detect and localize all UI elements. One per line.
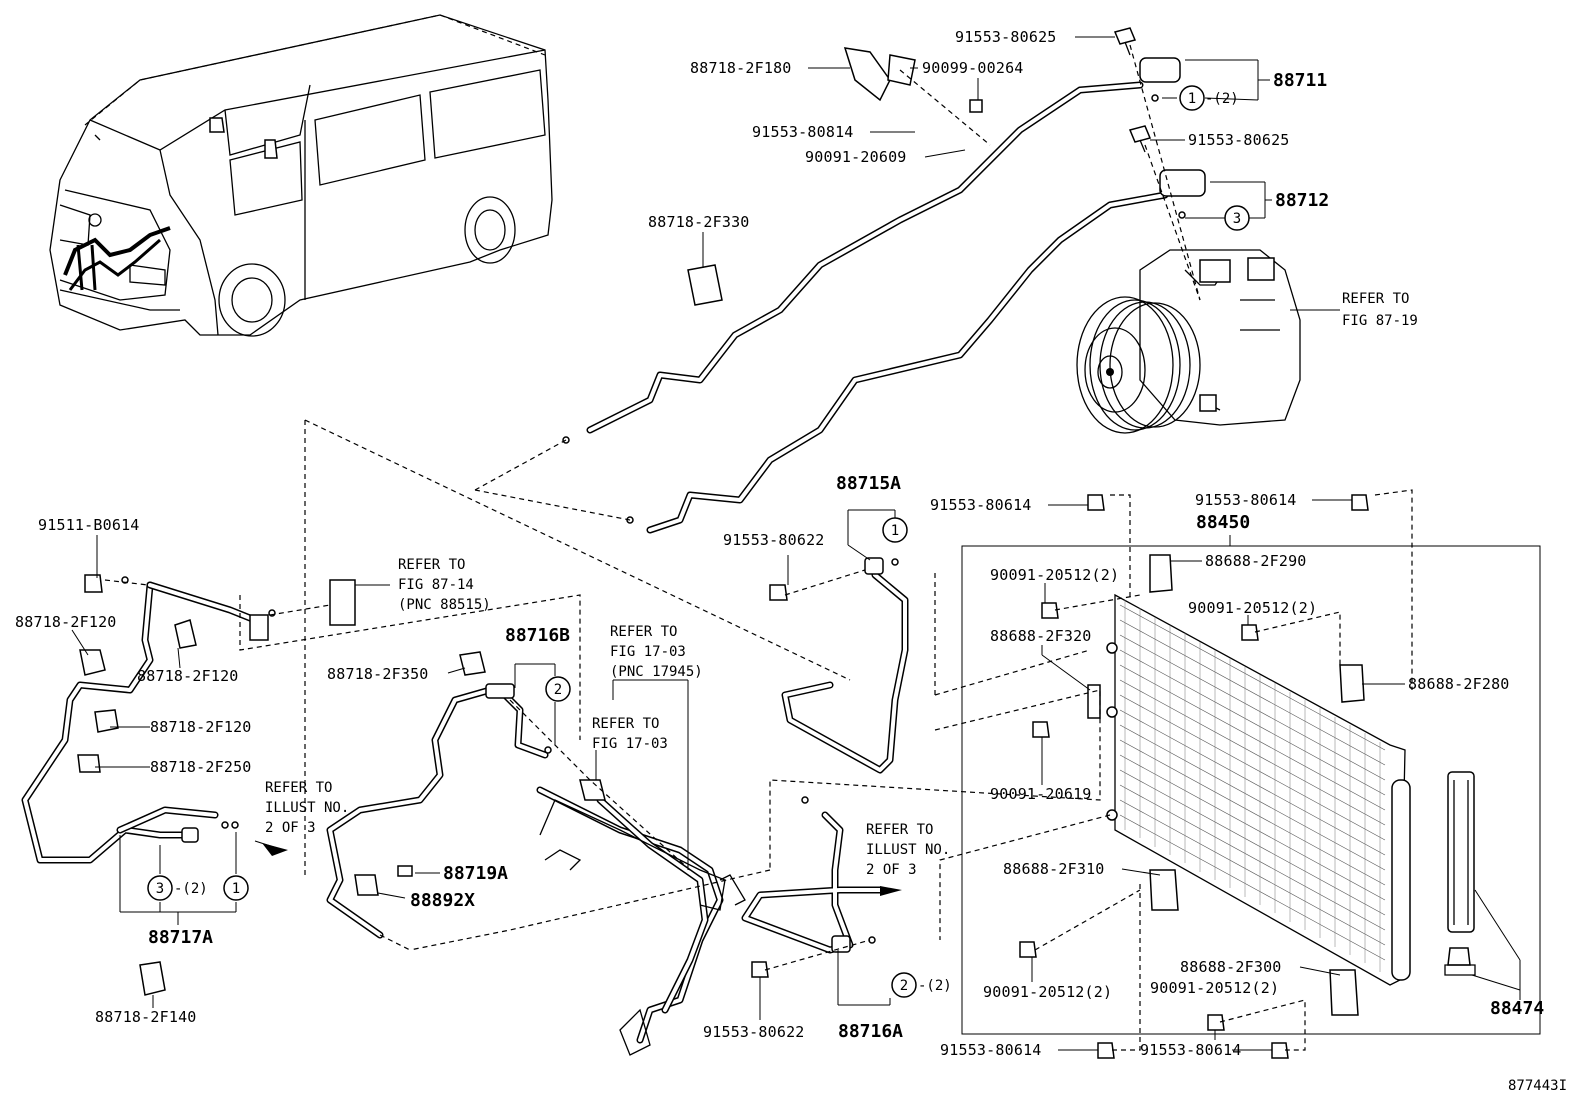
label-88716A: 88716A: [838, 1021, 903, 1042]
label-88716B: 88716B: [505, 625, 570, 646]
callout-2-88716A: 2: [891, 972, 917, 998]
compressor: [1076, 249, 1301, 434]
label-88688-2F320: 88688-2F320: [990, 627, 1092, 645]
small-parts: [77, 27, 1369, 1059]
svg-text:REFER TO: REFER TO: [866, 822, 933, 838]
label-91553-80625-b: 91553-80625: [1188, 131, 1290, 149]
figure-number: 877443I: [1508, 1078, 1567, 1094]
svg-text:FIG 87-19: FIG 87-19: [1342, 313, 1418, 329]
svg-text:2: 2: [900, 978, 908, 994]
pipe-bracket-assembly: [536, 786, 746, 1056]
guide-lines: [104, 44, 1413, 1051]
label-88719A: 88719A: [443, 863, 508, 884]
label-90091-20609: 90091-20609: [805, 148, 907, 166]
label-88717A: 88717A: [148, 927, 213, 948]
pipe-88716A: [741, 811, 884, 954]
pipe-discharge: [586, 81, 1144, 434]
pipe-left-loop: [21, 581, 259, 864]
label-88712: 88712: [1275, 190, 1329, 211]
svg-text:(PNC 17945): (PNC 17945): [610, 664, 703, 680]
arrows: [254, 840, 902, 896]
leader-lines: [71, 36, 1521, 1051]
label-88718-2F140: 88718-2F140: [95, 1008, 197, 1026]
refer-note-compressor: REFER TO FIG 87-19: [1342, 291, 1418, 329]
svg-text:REFER TO: REFER TO: [265, 780, 332, 796]
svg-text:1: 1: [1188, 91, 1196, 107]
label-91553-80614-a: 91553-80614: [930, 496, 1032, 514]
label-88716A-qty: -(2): [918, 978, 952, 994]
svg-text:REFER TO: REFER TO: [592, 716, 659, 732]
svg-text:FIG 17-03: FIG 17-03: [592, 736, 668, 752]
label-88718-2F120-c: 88718-2F120: [150, 718, 252, 736]
svg-text:3: 3: [1233, 211, 1241, 227]
label-88718-2F250: 88718-2F250: [150, 758, 252, 776]
label-88715A: 88715A: [836, 473, 901, 494]
label-90091-20619: 90091-20619: [990, 785, 1092, 803]
label-88688-2F300: 88688-2F300: [1180, 958, 1282, 976]
callout-3-top: 3: [1224, 205, 1250, 231]
refer-note-expansion-valve: REFER TO FIG 87-14 (PNC 88515): [398, 557, 491, 613]
svg-text:ILLUST NO.: ILLUST NO.: [866, 842, 950, 858]
svg-text:REFER TO: REFER TO: [398, 557, 465, 573]
refer-note-fig17-03-a: REFER TO FIG 17-03 (PNC 17945): [610, 624, 703, 680]
label-88718-2F180: 88718-2F180: [690, 59, 792, 77]
label-91553-80814: 91553-80814: [752, 123, 854, 141]
label-88718-2F350: 88718-2F350: [327, 665, 429, 683]
refer-note-fig17-03-b: REFER TO FIG 17-03: [592, 716, 668, 752]
label-88892X: 88892X: [410, 890, 475, 911]
callout-1-88717A: 1: [223, 875, 249, 901]
callout-2-88716B: 2: [545, 676, 571, 702]
label-90099-00264: 90099-00264: [922, 59, 1024, 77]
label-91511-B0614: 91511-B0614: [38, 516, 140, 534]
label-88718-2F120-a: 88718-2F120: [15, 613, 117, 631]
label-88711: 88711: [1273, 70, 1327, 91]
refer-note-illust-right: REFER TO ILLUST NO. 2 OF 3: [866, 822, 950, 878]
callout-1-88715A: 1: [882, 517, 908, 543]
label-88450: 88450: [1196, 512, 1250, 533]
label-90091-20512-b: 90091-20512(2): [1188, 599, 1317, 617]
label-90091-20512-c: 90091-20512(2): [983, 983, 1112, 1001]
svg-text:2 OF 3: 2 OF 3: [866, 862, 917, 878]
svg-text:FIG 17-03: FIG 17-03: [610, 644, 686, 660]
callout-1-top: 1: [1179, 85, 1205, 111]
label-88688-2F310: 88688-2F310: [1003, 860, 1105, 878]
label-90091-20512-a: 90091-20512(2): [990, 566, 1119, 584]
label-88718-2F330: 88718-2F330: [648, 213, 750, 231]
label-91553-80614-c: 91553-80614: [940, 1041, 1042, 1059]
label-88688-2F280: 88688-2F280: [1408, 675, 1510, 693]
label-91553-80614-d: 91553-80614: [1140, 1041, 1242, 1059]
label-91553-80622-b: 91553-80622: [703, 1023, 805, 1041]
callout-3-88717A: 3: [147, 875, 173, 901]
svg-text:REFER TO: REFER TO: [1342, 291, 1409, 307]
label-91553-80625-a: 91553-80625: [955, 28, 1057, 46]
svg-text:ILLUST NO.: ILLUST NO.: [265, 800, 349, 816]
label-91553-80622-a: 91553-80622: [723, 531, 825, 549]
svg-text:1: 1: [232, 881, 240, 897]
svg-text:2 OF 3: 2 OF 3: [265, 820, 316, 836]
van-illustration: [49, 14, 553, 337]
label-90091-20512-d: 90091-20512(2): [1150, 979, 1279, 997]
label-91553-80614-b: 91553-80614: [1195, 491, 1297, 509]
svg-text:(PNC 88515): (PNC 88515): [398, 597, 491, 613]
pipe-suction: [646, 191, 1169, 534]
label-88474: 88474: [1490, 998, 1544, 1019]
svg-text:2: 2: [554, 682, 562, 698]
pipe-88715A: [781, 571, 909, 774]
svg-text:1: 1: [891, 523, 899, 539]
label-88688-2F290: 88688-2F290: [1205, 552, 1307, 570]
condenser-88450: [961, 545, 1541, 1035]
label-88717A-qty: -(2): [174, 881, 208, 897]
svg-text:REFER TO: REFER TO: [610, 624, 677, 640]
refer-note-illust-left: REFER TO ILLUST NO. 2 OF 3: [265, 780, 349, 836]
part-labels: 91553-80625 88718-2F180 90099-00264 8871…: [15, 28, 1567, 1094]
svg-text:3: 3: [156, 881, 164, 897]
label-88711-qty: -(2): [1205, 91, 1239, 107]
label-88718-2F120-b: 88718-2F120: [137, 667, 239, 685]
receiver-88474: [1444, 771, 1476, 976]
svg-text:FIG 87-14: FIG 87-14: [398, 577, 474, 593]
